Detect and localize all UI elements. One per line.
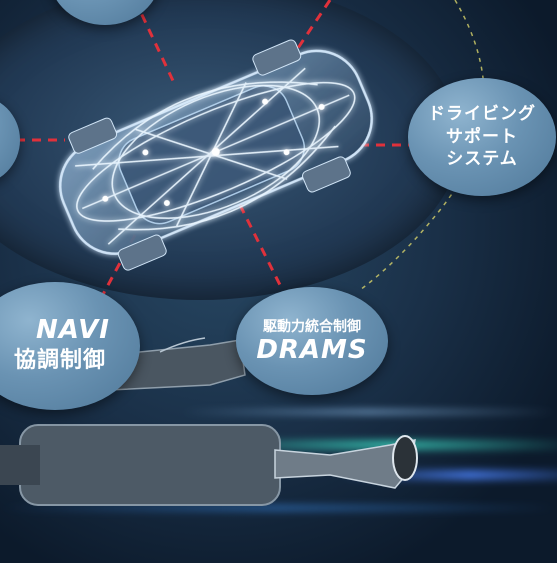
connector-lines	[0, 0, 410, 301]
light-streak	[340, 470, 557, 480]
driving-support-line1: ドライビング	[428, 103, 536, 124]
car-body	[58, 39, 373, 271]
light-streak	[0, 505, 557, 511]
bubble-driving-support: ドライビング サポート システム	[408, 78, 556, 196]
light-streak	[200, 440, 557, 450]
exhaust-parts	[0, 337, 418, 506]
navi-subtitle: 協調制御	[13, 348, 106, 374]
bubble-drams: 駆動力統合制御 DRAMS	[236, 287, 388, 395]
navi-title: NAVI	[36, 315, 110, 346]
drams-subtitle: 駆動力統合制御	[263, 319, 361, 336]
light-streak	[180, 410, 557, 414]
driving-support-line3: システム	[446, 149, 518, 170]
drams-title: DRAMS	[256, 335, 368, 366]
bubble-navi: NAVI 協調制御	[0, 282, 140, 410]
driving-support-line2: サポート	[446, 126, 518, 147]
